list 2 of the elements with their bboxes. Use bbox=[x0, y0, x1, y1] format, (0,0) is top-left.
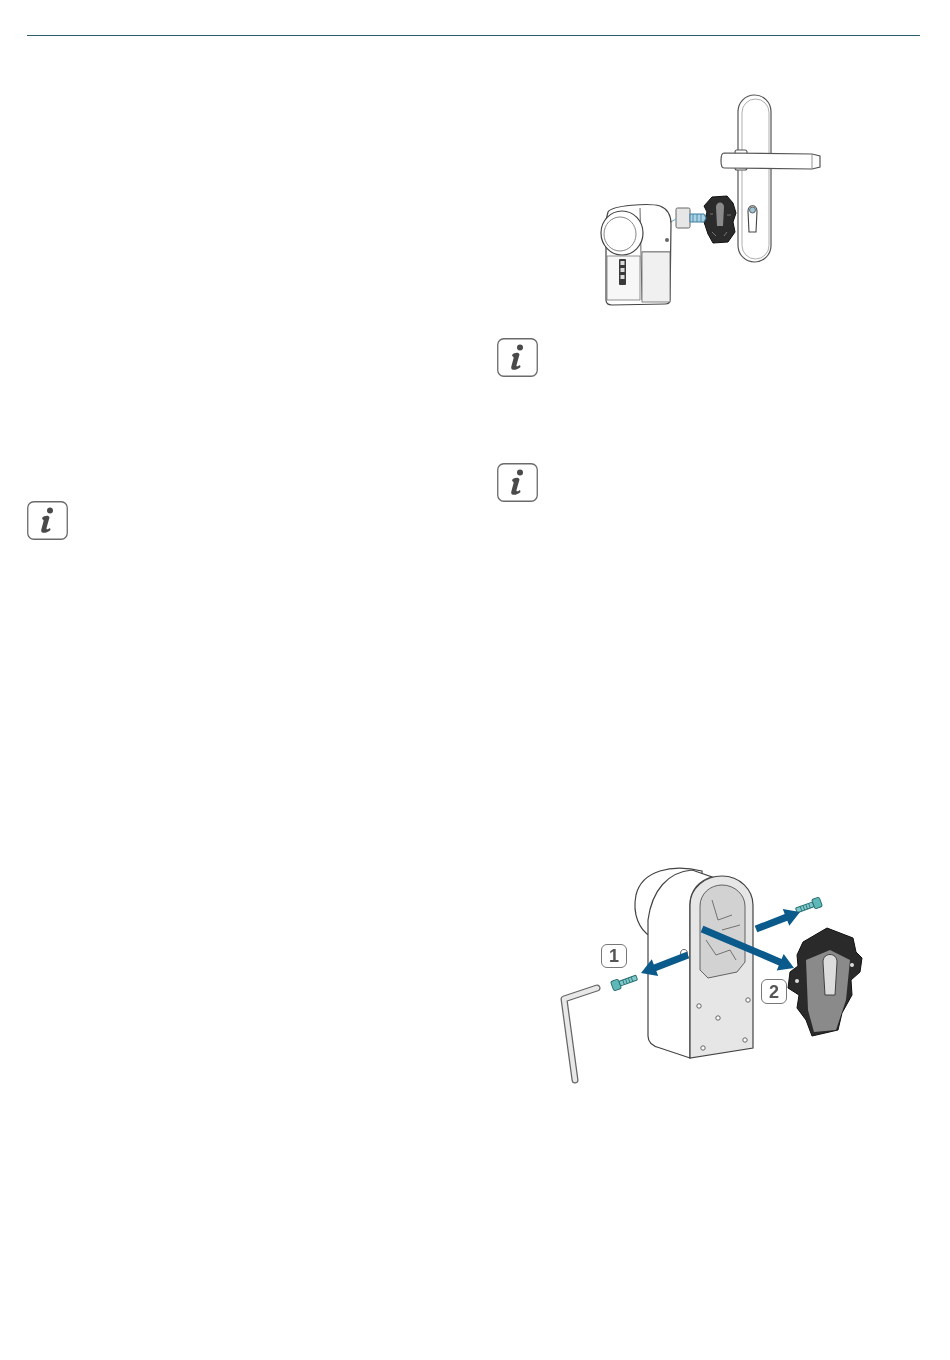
callout-number: 2 bbox=[761, 979, 787, 1004]
callout-number: 1 bbox=[601, 944, 627, 968]
